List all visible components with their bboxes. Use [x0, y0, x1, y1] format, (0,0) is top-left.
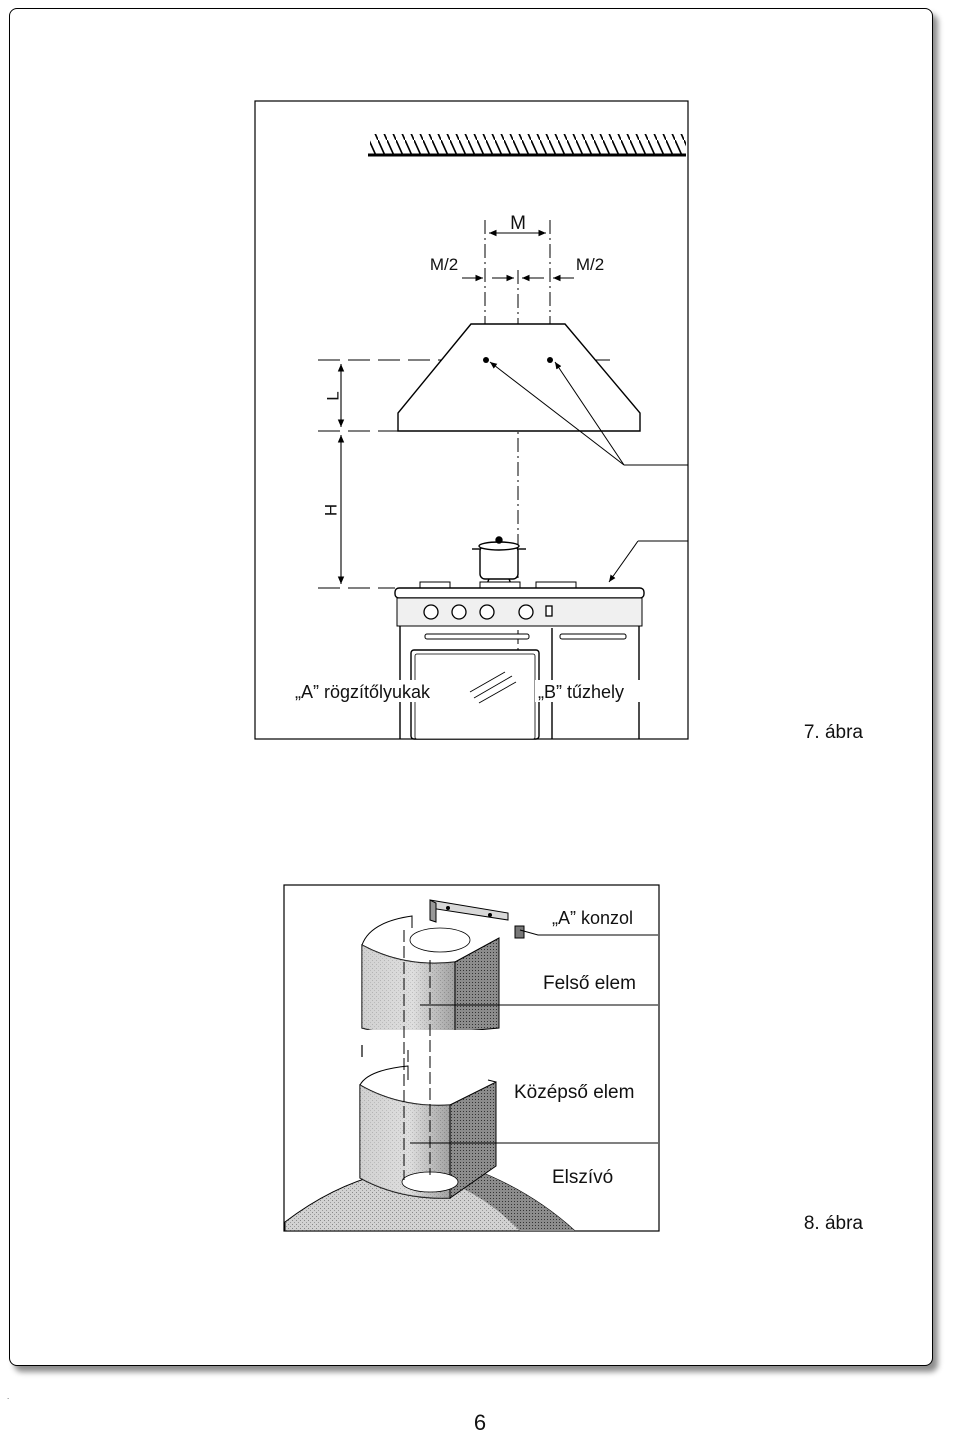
dim-m-half-right-label: M/2: [576, 255, 604, 274]
page-mark: .: [7, 1392, 10, 1401]
dim-m-half-left-label: M/2: [430, 255, 458, 274]
figure-7-caption: 7. ábra: [804, 722, 864, 743]
label-cooker: „B” tűzhely: [538, 682, 624, 702]
label-hood: Elszívó: [552, 1167, 613, 1188]
fixing-hole-right: [547, 357, 553, 363]
leader-a: [489, 361, 688, 466]
hood-outline: [397, 323, 641, 432]
pot-icon: [472, 536, 526, 587]
upper-element: [360, 915, 505, 1062]
dimension-l: L: [323, 364, 345, 427]
cooker-icon: [394, 581, 645, 740]
figure-8-caption: 8. ábra: [804, 1213, 864, 1234]
leader-b: [608, 540, 688, 583]
dimension-m-half: M/2 M/2: [430, 255, 604, 282]
bracket-icon: [429, 899, 525, 939]
dim-h-label: H: [321, 504, 340, 516]
fixing-hole-left: [483, 357, 489, 363]
dim-m-label: M: [510, 213, 526, 234]
dim-l-label: L: [323, 391, 342, 400]
label-b-backdrop: [535, 680, 643, 702]
hood-body: [284, 1167, 577, 1232]
label-middle-element: Középső elem: [514, 1082, 634, 1103]
label-fixing-holes: „A” rögzítőlyukak: [295, 682, 431, 702]
dimension-m: M: [489, 213, 546, 237]
figure-7-diagram: M M/2 M/2 L H: [254, 100, 689, 740]
label-a-backdrop: [292, 680, 458, 702]
figure-8-leaders: [410, 929, 658, 1144]
figure-8-diagram: „A” konzol Felső elem Középső elem Elszí…: [283, 884, 660, 1232]
label-bracket: „A” konzol: [552, 908, 633, 928]
ceiling-hatch: [368, 134, 686, 157]
assembly-guides: [403, 930, 431, 1180]
dimension-h: H: [321, 435, 345, 584]
label-upper-element: Felső elem: [543, 973, 636, 994]
page-number: 6: [473, 1410, 487, 1435]
middle-element: [359, 1065, 497, 1199]
